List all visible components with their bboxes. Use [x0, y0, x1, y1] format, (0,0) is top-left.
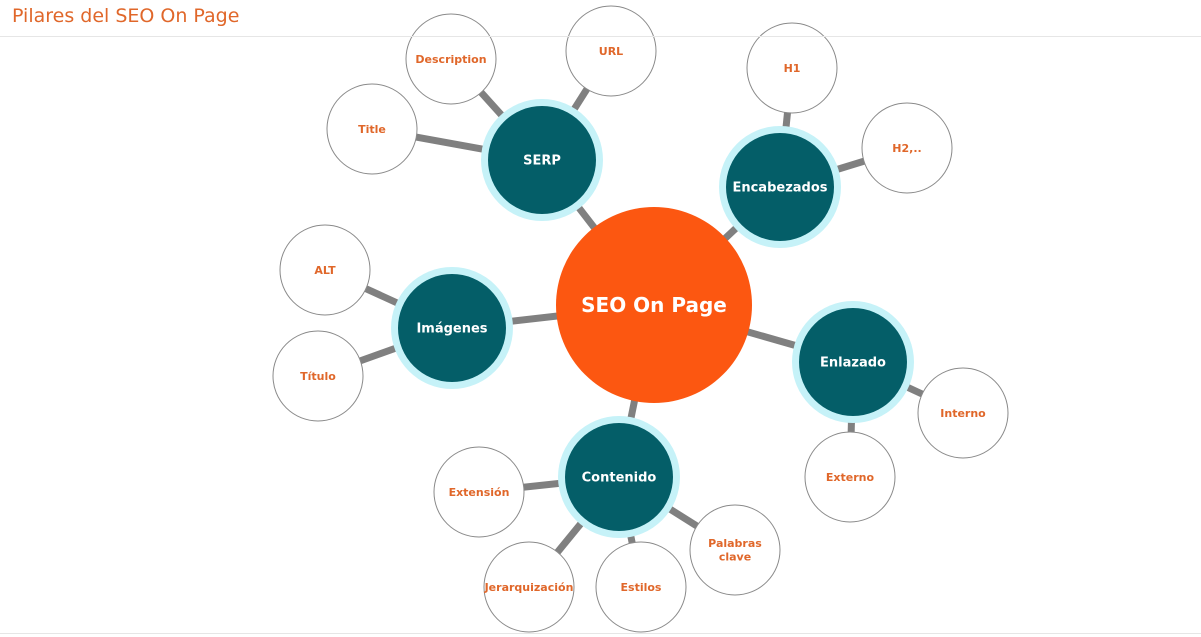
leaf-node-alt: [279, 224, 371, 316]
leaf-label-estilos: Estilos: [621, 581, 662, 594]
pillar-node-serp: [488, 106, 596, 214]
nodes: SEO On Page SERP Title Description URL Encabe…: [272, 5, 1009, 633]
leaf-label-titulo: Título: [300, 370, 336, 383]
pillar-label-serp: SERP: [523, 154, 561, 169]
leaf-node-titulo: [272, 330, 364, 422]
leaf-label-h2: H2,..: [892, 142, 921, 155]
pillar-node-encabezados: [726, 133, 834, 241]
center-node: [556, 207, 752, 403]
leaf-node-h1: [746, 22, 838, 114]
pillar-node-enlazado: [799, 308, 907, 416]
leaf-label-externo: Externo: [826, 471, 875, 484]
leaf-node-h2: [861, 102, 953, 194]
pillar-label-enlazado: Enlazado: [820, 356, 886, 371]
leaf-label-jerarquizacion: Jerarquización: [484, 581, 574, 594]
leaf-node-externo: [804, 431, 896, 523]
leaf-label-h1: H1: [784, 62, 801, 75]
leaf-label-title: Title: [358, 123, 386, 136]
footer-divider: [0, 633, 1201, 634]
pillar-node-contenido: [565, 423, 673, 531]
center-node-label: SEO On Page: [581, 293, 727, 317]
leaf-node-interno: [917, 367, 1009, 459]
leaf-label-url: URL: [599, 45, 623, 58]
leaf-node-estilos: [595, 541, 687, 633]
leaf-label-interno: Interno: [940, 407, 986, 420]
page-title: Pilares del SEO On Page: [12, 5, 240, 27]
leaf-label-description: Description: [415, 53, 486, 66]
pillar-label-imagenes: Imágenes: [416, 322, 487, 337]
leaf-node-jerarquizacion: [483, 541, 575, 633]
pillar-label-contenido: Contenido: [582, 471, 657, 486]
leaf-node-palabras-clave: [689, 504, 781, 596]
leaf-node-extension: [433, 446, 525, 538]
leaf-node-url: [565, 5, 657, 97]
pillar-label-encabezados: Encabezados: [732, 181, 827, 196]
leaf-label-extension: Extensión: [449, 486, 510, 499]
pillar-node-imagenes: [398, 274, 506, 382]
leaf-node-title: [326, 83, 418, 175]
leaf-label-alt: ALT: [314, 264, 336, 277]
page-header: Pilares del SEO On Page: [0, 0, 1201, 37]
